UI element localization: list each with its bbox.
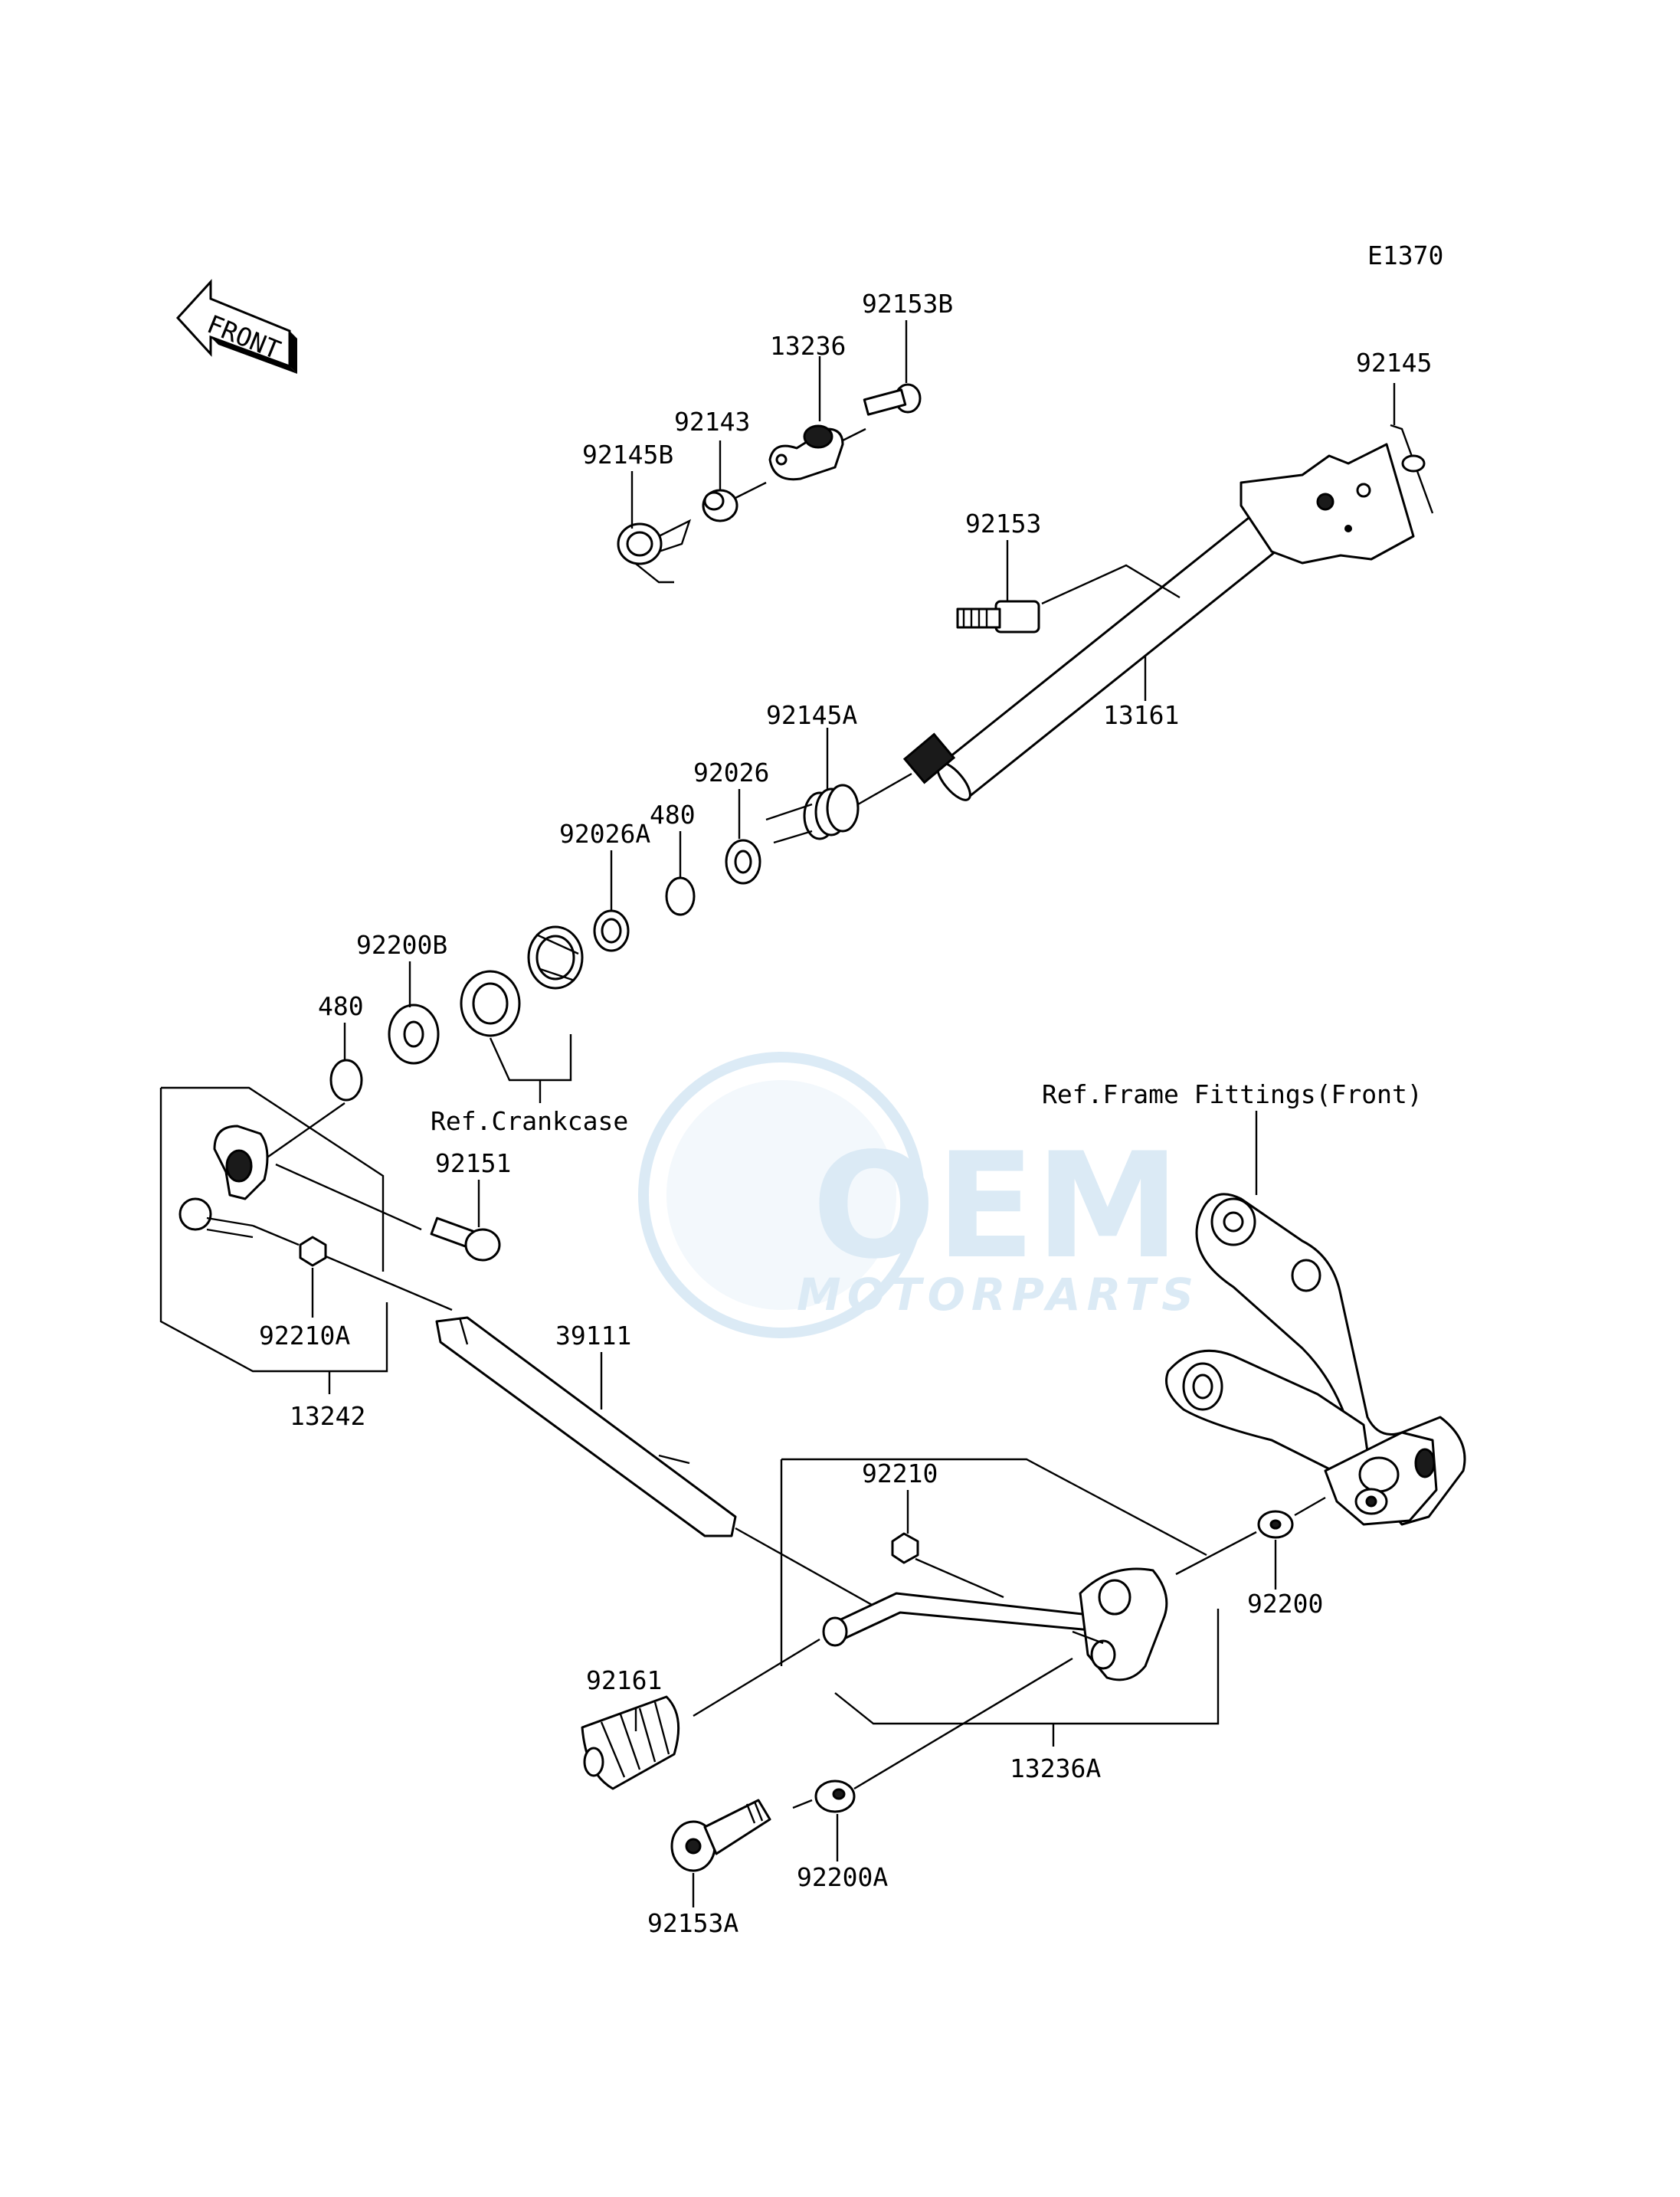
watermark-subtitle: MOTORPARTS	[797, 1269, 1200, 1321]
label-92210A[interactable]: 92210A	[259, 1321, 350, 1351]
needle-bearing	[527, 925, 584, 990]
diagram-code: E1370	[1367, 241, 1443, 270]
collar-92143	[702, 489, 738, 522]
label-13236A[interactable]: 13236A	[1010, 1753, 1101, 1783]
nut-92210	[891, 1532, 919, 1564]
bolt-92153	[956, 600, 1040, 634]
label-480a[interactable]: 480	[650, 800, 696, 830]
lever-13236	[768, 424, 844, 481]
bolt-92151	[430, 1216, 501, 1262]
front-arrow-icon: FRONT	[175, 279, 297, 374]
label-92210[interactable]: 92210	[862, 1459, 938, 1488]
bolt-92153B	[863, 383, 922, 416]
spring-92145B	[617, 519, 692, 584]
label-92026[interactable]: 92026	[693, 758, 769, 787]
rubber-92161	[581, 1695, 680, 1790]
shift-shaft-13161	[902, 443, 1415, 801]
globe-icon	[638, 1052, 925, 1338]
watermark-brand: OEM	[812, 1121, 1180, 1291]
label-ref-frame[interactable]: Ref.Frame Fittings(Front)	[1042, 1079, 1423, 1109]
label-92145B[interactable]: 92145B	[582, 440, 673, 470]
label-92143[interactable]: 92143	[674, 407, 750, 437]
label-92026A[interactable]: 92026A	[559, 819, 650, 849]
bolt-92153A	[670, 1799, 771, 1872]
leader-lines	[311, 320, 1396, 1907]
arm-13242	[178, 1125, 269, 1239]
watermark: OEM MOTORPARTS	[638, 1052, 1200, 1338]
label-92153[interactable]: 92153	[965, 509, 1041, 539]
label-92161[interactable]: 92161	[586, 1665, 662, 1695]
spring-92145	[1390, 424, 1434, 514]
circlip-480	[665, 876, 696, 916]
label-92153A[interactable]: 92153A	[647, 1908, 738, 1938]
label-13161[interactable]: 13161	[1103, 700, 1179, 730]
circlip-480b	[329, 1059, 363, 1102]
shift-pedal	[822, 1567, 1168, 1681]
label-ref-crankcase[interactable]: Ref.Crankcase	[431, 1106, 628, 1136]
label-92153B[interactable]: 92153B	[862, 289, 953, 319]
label-39111[interactable]: 39111	[555, 1321, 631, 1351]
label-92200B[interactable]: 92200B	[356, 930, 447, 960]
spring-92145A	[765, 784, 860, 844]
frame-fitting	[1165, 1193, 1466, 1526]
label-13236[interactable]: 13236	[770, 331, 846, 361]
tie-rod-39111	[435, 1316, 737, 1537]
label-92145A[interactable]: 92145A	[766, 700, 857, 730]
label-13242[interactable]: 13242	[290, 1401, 365, 1431]
label-92200A[interactable]: 92200A	[797, 1862, 888, 1892]
nut-92210A	[299, 1236, 327, 1267]
oil-seal	[460, 970, 521, 1037]
label-480b[interactable]: 480	[318, 991, 364, 1021]
label-92145[interactable]: 92145	[1356, 348, 1432, 378]
label-92200[interactable]: 92200	[1247, 1589, 1323, 1619]
label-92151[interactable]: 92151	[435, 1148, 511, 1178]
